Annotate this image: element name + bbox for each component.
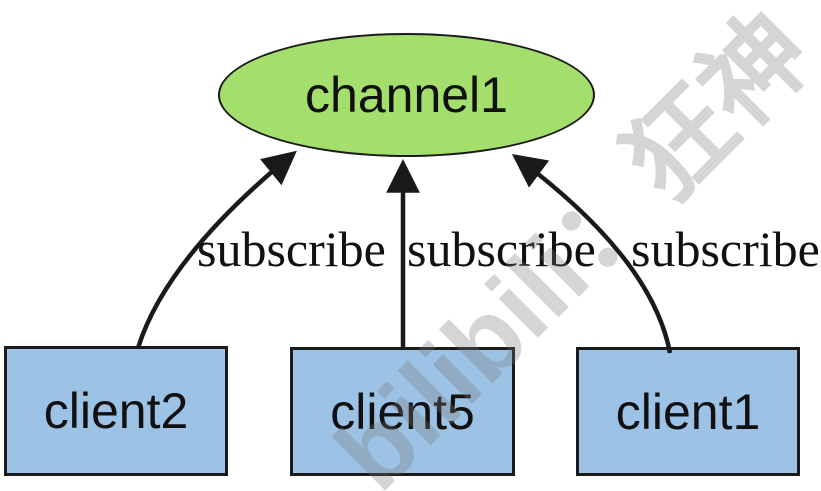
- node-client2: client2: [4, 346, 228, 476]
- client5-label: client5: [330, 383, 475, 440]
- client2-label: client2: [43, 383, 189, 439]
- channel1-label: channel1: [305, 67, 508, 123]
- edge-arrow-client2-to-channel1: [135, 150, 297, 349]
- edge-label-subscribe-client1: subscribe: [631, 221, 820, 277]
- node-channel1: channel1: [218, 33, 595, 157]
- node-client5: client5: [290, 347, 515, 476]
- client1-label: client1: [615, 383, 761, 440]
- edge-label-subscribe-client2: subscribe: [197, 221, 386, 277]
- edge-arrow-client1-to-channel1: [511, 153, 673, 354]
- edge-label-subscribe-client5: subscribe: [407, 221, 596, 277]
- node-client1: client1: [576, 347, 800, 476]
